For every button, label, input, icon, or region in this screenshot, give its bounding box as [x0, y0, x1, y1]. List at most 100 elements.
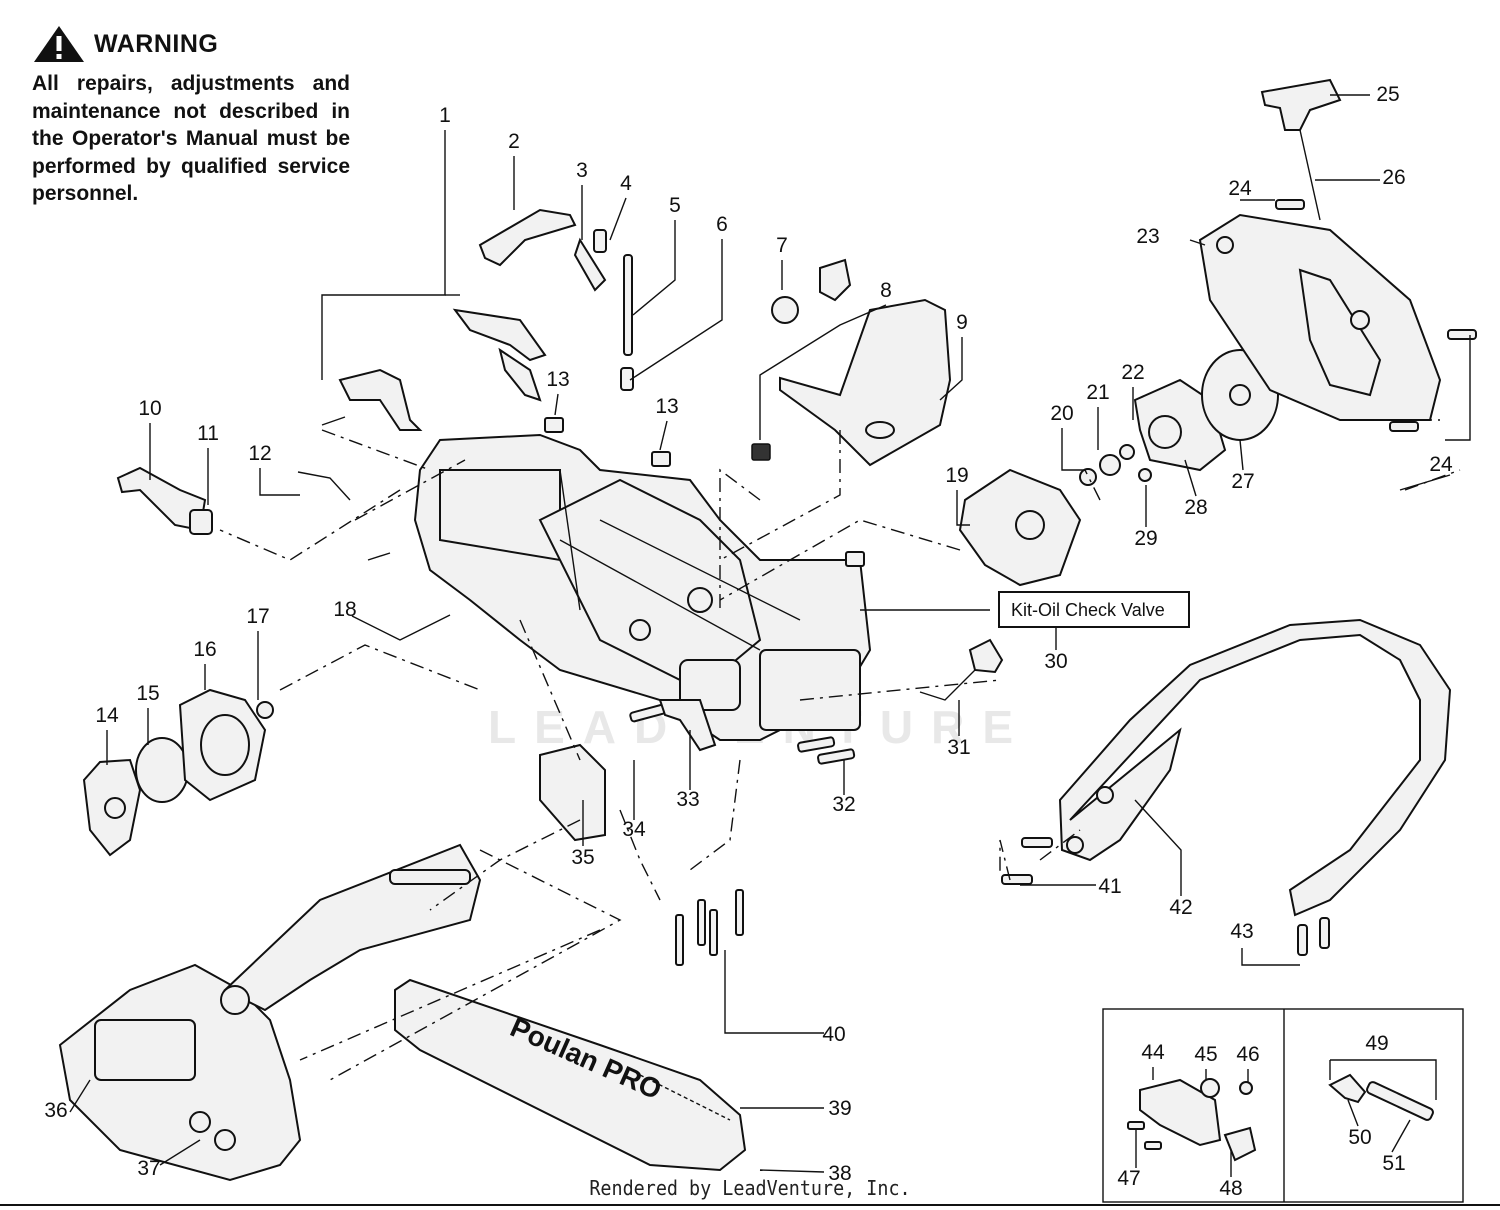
callout-19: 19	[945, 464, 968, 487]
footer-credit: Rendered by LeadVenture, Inc.	[589, 1176, 911, 1200]
leader-line	[632, 220, 676, 316]
leader-line	[759, 1169, 825, 1173]
assembly-line	[689, 759, 741, 871]
leader-line	[351, 614, 451, 641]
oil-pump-inset	[1102, 1008, 1464, 1203]
warning-triangle-icon	[34, 26, 84, 62]
callout-46: 46	[1236, 1043, 1259, 1066]
heat-shield	[779, 298, 952, 467]
assembly-line	[299, 929, 601, 1061]
assembly-line	[321, 429, 431, 471]
callout-23: 23	[1136, 225, 1159, 248]
callout-20: 20	[1050, 402, 1073, 425]
callout-4: 4	[620, 172, 632, 195]
leader-line	[609, 197, 627, 241]
bolts	[629, 699, 856, 966]
callout-51: 51	[1382, 1152, 1405, 1175]
callout-15: 15	[136, 682, 159, 705]
callout-13: 13	[546, 368, 569, 391]
callout-49: 49	[1365, 1032, 1388, 1055]
leader-line	[1061, 428, 1085, 471]
callout-34: 34	[622, 818, 646, 841]
callout-50: 50	[1348, 1126, 1371, 1149]
callout-25: 25	[1376, 83, 1399, 106]
callout-21: 21	[1086, 381, 1109, 404]
callout-30: 30	[1044, 650, 1067, 673]
callout-33: 33	[676, 788, 699, 811]
sprocket-cover	[58, 743, 606, 1182]
leader-line	[259, 468, 300, 496]
main-housing	[413, 433, 872, 741]
assembly-line	[279, 644, 481, 691]
leader-line	[939, 337, 963, 401]
warning-block: WARNING All repairs, adjustments and mai…	[32, 24, 350, 208]
starter-assembly	[958, 78, 1477, 587]
callout-8: 8	[880, 279, 892, 302]
callout-10: 10	[138, 397, 161, 420]
callout-28: 28	[1184, 496, 1207, 519]
leader-line	[1239, 439, 1244, 471]
callout-38: 38	[828, 1162, 851, 1185]
assembly-line	[519, 619, 581, 761]
callout-1: 1	[439, 104, 451, 127]
assembly-line	[719, 430, 841, 561]
callout-13: 13	[655, 395, 678, 418]
callout-27: 27	[1231, 470, 1254, 493]
leader-line	[1184, 459, 1197, 497]
assembly-line	[354, 459, 466, 521]
leader-line	[956, 490, 970, 526]
assembly-line	[219, 489, 401, 561]
clutch-parts	[82, 688, 274, 857]
callout-43: 43	[1230, 920, 1253, 943]
throttle-parts	[116, 208, 865, 567]
callout-14: 14	[95, 704, 119, 727]
callout-3: 3	[576, 159, 588, 182]
callout-17: 17	[246, 605, 269, 628]
callout-47: 47	[1117, 1167, 1140, 1190]
leader-line	[759, 304, 887, 440]
callout-36: 36	[44, 1099, 67, 1122]
leader-line	[629, 239, 723, 381]
warning-title: WARNING	[94, 29, 219, 58]
callout-44: 44	[1141, 1041, 1165, 1064]
callout-9: 9	[956, 311, 968, 334]
callout-11: 11	[197, 422, 219, 445]
footer-rule	[0, 1204, 1500, 1206]
callout-39: 39	[828, 1097, 851, 1120]
kit-label-box	[998, 591, 1190, 628]
assembly-line	[329, 849, 622, 1081]
oil-check-valve	[919, 638, 1004, 701]
callout-24: 24	[1429, 453, 1453, 476]
leader-lines	[69, 94, 1471, 1177]
callout-35: 35	[571, 846, 594, 869]
callout-18: 18	[333, 598, 356, 621]
leader-line	[554, 393, 559, 416]
callout-2: 2	[508, 130, 520, 153]
warning-text: All repairs, adjustments and maintenance…	[32, 72, 350, 205]
callout-41: 41	[1098, 875, 1121, 898]
leader-line	[159, 1139, 201, 1166]
front-handle	[1001, 618, 1452, 956]
assembly-line	[999, 839, 1011, 881]
assembly-line	[719, 468, 761, 610]
leader-line	[321, 130, 446, 380]
kit-label: Kit-Oil Check Valve	[1011, 600, 1165, 620]
callout-6: 6	[716, 213, 728, 236]
leader-line	[1134, 799, 1182, 896]
callout-26: 26	[1382, 166, 1405, 189]
leader-line	[1329, 1059, 1437, 1100]
assembly-line	[799, 679, 1001, 701]
warning-heading: WARNING	[32, 24, 350, 64]
leader-line	[1445, 335, 1471, 441]
callout-48: 48	[1219, 1177, 1242, 1200]
callout-22: 22	[1121, 361, 1144, 384]
leader-line	[1241, 948, 1300, 966]
assembly-line	[719, 519, 961, 601]
assembly-line	[1039, 829, 1081, 861]
callout-24: 24	[1228, 177, 1252, 200]
callout-31: 31	[947, 736, 970, 759]
callout-29: 29	[1134, 527, 1157, 550]
